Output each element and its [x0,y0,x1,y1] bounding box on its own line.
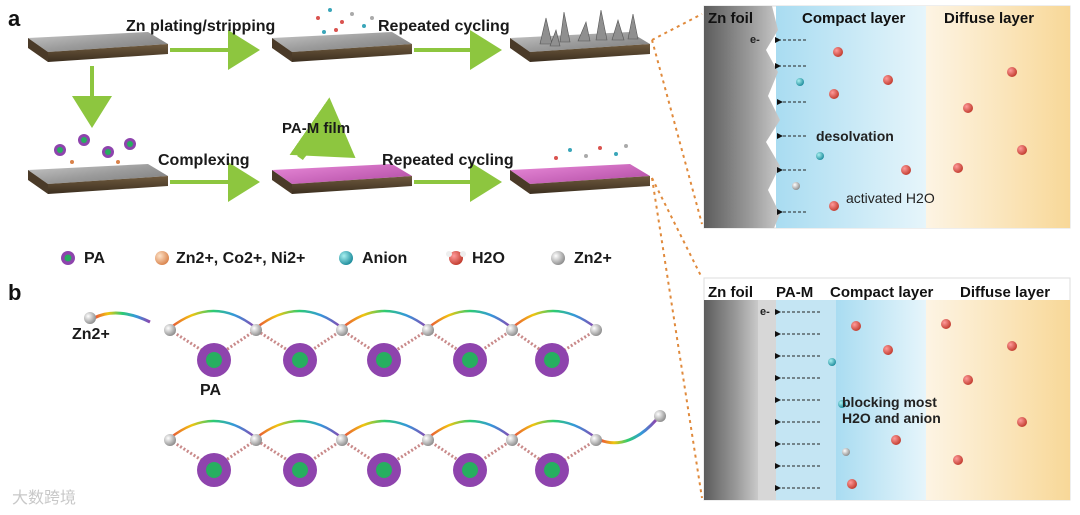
top-zn-foil-title: Zn foil [708,10,753,27]
legend-icons [61,251,565,265]
label-repeated-cycling-top: Repeated cycling [378,18,510,35]
legend-metal-ions: Zn2+, Co2+, Ni2+ [176,250,306,267]
pa-chain-bottom [164,410,666,487]
slab-zn-plating [272,32,412,62]
label-complexing: Complexing [158,152,250,169]
label-plating-stripping: Zn plating/stripping [126,18,276,35]
free-zn-ion-right [654,410,666,422]
bottom-diffuse-layer-title: Diffuse layer [960,284,1051,301]
dendrite-spikes [539,9,639,47]
legend-zn-ion: Zn2+ [574,250,612,267]
panel-b-zn-label: Zn2+ [72,326,110,343]
right-bottom-panel [703,277,1071,501]
top-activated-water-note: activated H2O [846,190,935,206]
bottom-zn-foil-title: Zn foil [708,284,753,301]
slab-zn-dendrite [510,9,650,62]
slab-zn-bare [28,32,168,62]
legend-anion: Anion [362,250,408,267]
label-repeated-cycling-bottom: Repeated cycling [382,152,514,169]
pa-complex-molecules [54,134,136,164]
bottom-pam-title: PA-M [776,284,814,301]
legend-water: H2O [472,250,505,267]
label-pam-film: PA-M film [282,120,351,137]
panel-b-pa-label: PA [200,382,222,399]
free-zn-ion-left [84,312,96,324]
top-diffuse-layer-title: Diffuse layer [944,10,1035,27]
bottom-blocking-line2: H2O and anion [842,410,941,426]
bottom-blocking-line1: blocking most [842,394,937,410]
top-electron-label: e- [750,34,760,46]
panel-b-letter: b [8,280,22,305]
bottom-electron-label: e- [760,306,770,318]
panel-a-letter: a [8,6,21,31]
watermark-logo-text: 大数跨境 [12,488,77,507]
pa-chain-top [84,309,602,377]
legend-pa: PA [84,250,106,267]
slab-pam-cycled [510,164,650,194]
top-desolvation-note: desolvation [816,128,894,144]
cycled-ion-cloud [554,144,628,160]
top-compact-layer-title: Compact layer [802,10,906,27]
arrow-film-curve [289,97,356,161]
right-top-panel [703,5,1071,229]
slab-pa-complex [28,164,168,194]
bottom-compact-layer-title: Compact layer [830,284,934,301]
zoom-guide-lines [651,13,703,499]
slab-pam-film [272,164,412,194]
plating-ion-cloud [316,8,374,34]
